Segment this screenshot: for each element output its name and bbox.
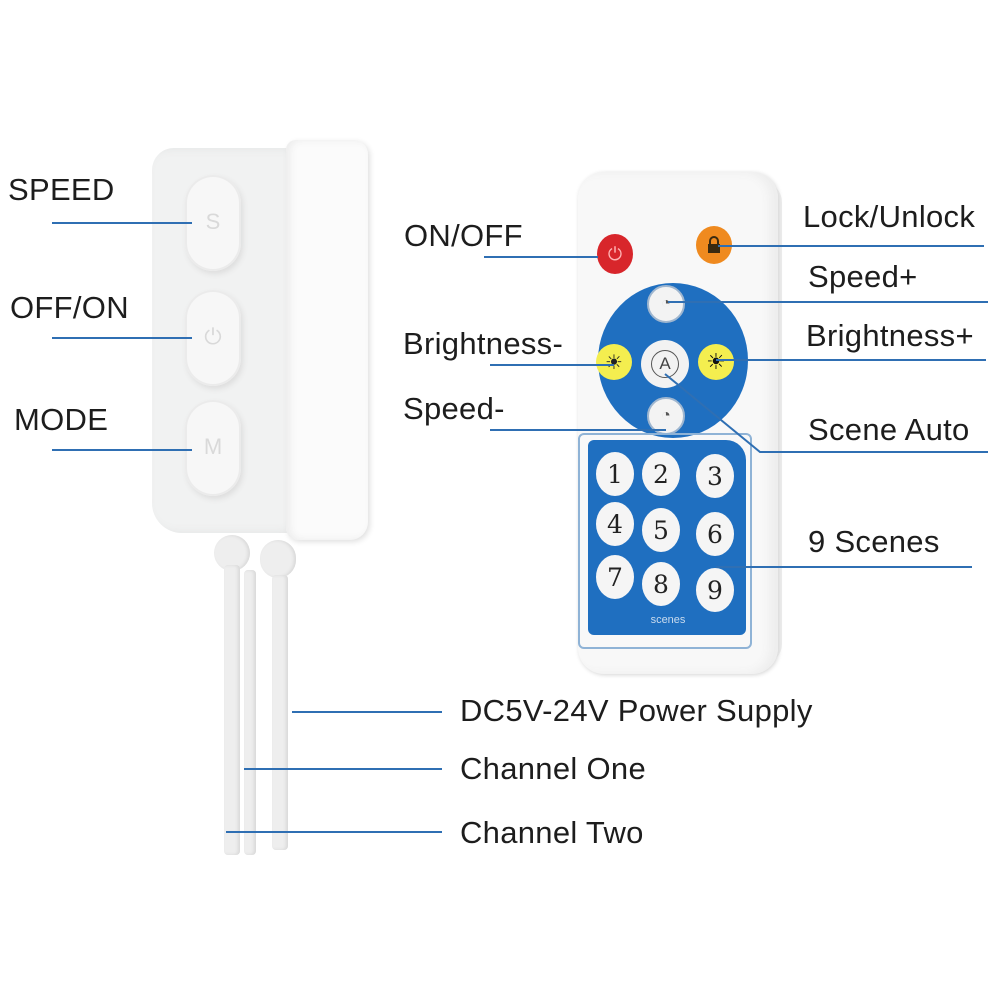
scene-button-8[interactable]: 8 <box>642 562 680 606</box>
scene-button-3[interactable]: 3 <box>696 454 734 498</box>
leader-on-off <box>484 256 598 258</box>
scene-keypad-frame <box>578 433 752 649</box>
speed-minus-button[interactable]: ◔ <box>647 397 685 435</box>
cable-grommet-right <box>260 540 296 578</box>
label-lock-unlock: Lock/Unlock <box>803 199 976 234</box>
label-speed-minus: Speed- <box>403 391 505 426</box>
controller-speed-button[interactable]: S <box>185 175 241 271</box>
scene-button-9[interactable]: 9 <box>696 568 734 612</box>
leader-power <box>292 711 442 713</box>
speed-icon: S <box>205 209 221 234</box>
label-mode: MODE <box>14 402 109 437</box>
label-channel-one: Channel One <box>460 751 646 786</box>
keypad-caption: scenes <box>650 614 686 626</box>
cable-power <box>272 575 288 850</box>
scene-button-5[interactable]: 5 <box>642 508 680 552</box>
controller-power-button[interactable]: ⏻ <box>185 290 241 386</box>
leader-channel-one <box>244 768 442 770</box>
cable-channel-two <box>224 565 240 855</box>
label-on-off: ON/OFF <box>404 218 523 253</box>
leader-off-on <box>52 337 192 339</box>
brightness-plus-button[interactable]: ☀ <box>698 344 734 380</box>
speed-plus-button[interactable]: ◔ <box>647 285 685 323</box>
sun-icon: ☀ <box>706 349 726 374</box>
scene-button-6[interactable]: 6 <box>696 512 734 556</box>
label-power-supply: DC5V-24V Power Supply <box>460 693 813 728</box>
power-icon: ⏻ <box>607 243 623 264</box>
remote-power-button[interactable]: ⏻ <box>597 234 633 274</box>
speedometer-icon: ◔ <box>661 407 671 424</box>
controller-face <box>286 140 368 540</box>
scene-button-4[interactable]: 4 <box>596 502 634 546</box>
controller-mode-button[interactable]: M <box>185 400 241 496</box>
label-scene-auto: Scene Auto <box>808 412 970 447</box>
label-nine-scenes: 9 Scenes <box>808 524 940 559</box>
leader-brightness-minus <box>490 364 614 366</box>
scene-button-1[interactable]: 1 <box>596 452 634 496</box>
label-channel-two: Channel Two <box>460 815 644 850</box>
leader-channel-two <box>226 831 442 833</box>
scene-button-2[interactable]: 2 <box>642 452 680 496</box>
auto-button-label: A <box>651 350 679 378</box>
power-icon: ⏻ <box>204 324 222 349</box>
leader-mode <box>52 449 192 451</box>
speedometer-icon: ◔ <box>661 295 671 312</box>
leader-speed-minus <box>490 429 666 431</box>
scene-auto-button[interactable]: A <box>641 340 689 388</box>
brightness-minus-button[interactable]: ☀ <box>596 344 632 380</box>
lock-icon <box>708 236 720 253</box>
leader-speed-plus <box>668 301 988 303</box>
mode-icon: M <box>203 434 223 459</box>
label-brightness-plus: Brightness+ <box>806 318 974 353</box>
leader-nine-scenes <box>716 566 972 568</box>
label-speed: SPEED <box>8 172 115 207</box>
label-brightness-minus: Brightness- <box>403 326 564 361</box>
cable-channel-one <box>244 570 256 855</box>
leader-speed <box>52 222 192 224</box>
sun-icon: ☀ <box>605 351 623 374</box>
label-off-on: OFF/ON <box>10 290 129 325</box>
leader-lock-unlock <box>718 245 984 247</box>
label-speed-plus: Speed+ <box>808 259 918 294</box>
scene-button-7[interactable]: 7 <box>596 555 634 599</box>
leader-brightness-plus <box>716 359 986 361</box>
